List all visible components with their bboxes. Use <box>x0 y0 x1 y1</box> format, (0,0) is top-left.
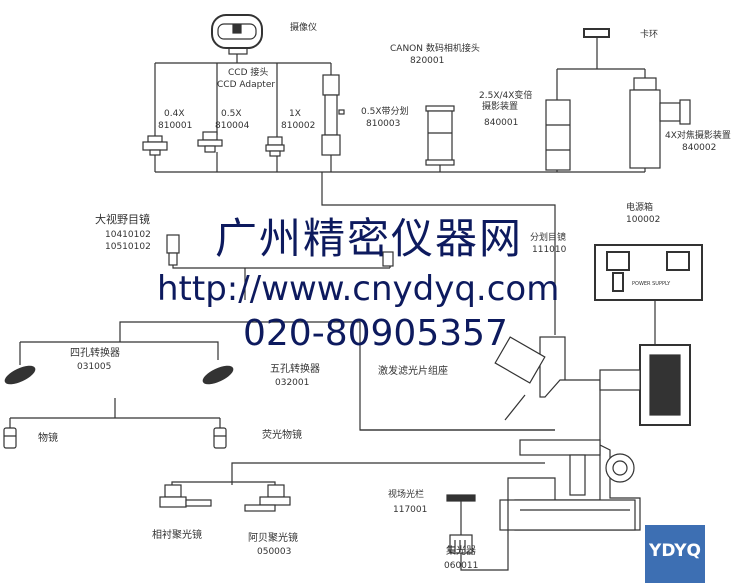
clamp-ring-icon <box>583 28 610 38</box>
power-box-label: 电源箱 <box>626 203 654 213</box>
adapter-mag: 1X <box>289 109 301 119</box>
eyepiece-icons <box>166 234 394 267</box>
collector-label: 集光器 <box>446 546 476 557</box>
focus-photo-label: 4X对焦摄影装置 <box>665 131 731 141</box>
camera-label: 摄像仪 <box>290 23 318 33</box>
zoom-photo-label: 摄影装置 <box>482 102 519 112</box>
canon-label: CANON 数码相机接头 <box>390 44 480 54</box>
canon-code: 820001 <box>410 56 445 66</box>
microscope-icon <box>494 336 691 531</box>
camera-icon <box>211 14 263 55</box>
zoom-photo-label: 2.5X/4X变倍 <box>479 91 533 101</box>
field-diaphragm-icon <box>446 494 476 502</box>
nosepiece5-code: 032001 <box>275 378 310 388</box>
nosepiece4-label: 四孔转换器 <box>70 348 120 359</box>
adapter-code: 810002 <box>281 121 316 131</box>
power-supply-icon <box>594 244 703 301</box>
field-diaphragm-label: 视场光栏 <box>388 490 425 500</box>
nosepiece-icons <box>4 365 234 385</box>
power-box-code: 100002 <box>626 215 661 225</box>
focus-photo-code: 840002 <box>682 143 717 153</box>
condenser-icons <box>159 484 291 512</box>
collector-code: 060011 <box>444 561 479 571</box>
watermark-name: 广州精密仪器网 <box>215 214 524 263</box>
abbe-condenser-code: 050003 <box>257 547 292 557</box>
ccd-adapter-label: CCD 接头 <box>228 68 269 78</box>
filter-holder-label: 激发滤光片组座 <box>378 366 448 377</box>
canon-adapter-icon <box>425 105 455 166</box>
objective-icons <box>3 427 227 449</box>
watermark-phone: 020-80905357 <box>243 313 508 354</box>
field-diaphragm-code: 117001 <box>393 505 428 515</box>
nosepiece4-code: 031005 <box>77 362 112 372</box>
focus-photo-icon <box>629 77 691 169</box>
ccd-adapter-label-en: CCD Adapter <box>217 80 276 90</box>
abbe-condenser-label: 阿贝聚光镜 <box>248 533 298 544</box>
eyepiece-code: 10410102 <box>105 230 151 240</box>
adapter-mag: 0.4X <box>164 109 185 119</box>
eyepiece-code: 10510102 <box>105 242 151 252</box>
adapter-icons <box>142 74 345 157</box>
zoom-photo-icon <box>545 99 571 171</box>
fluor-objective-label: 荧光物镜 <box>262 430 302 441</box>
watermark-url: http://www.cnydyq.com <box>157 269 560 309</box>
nosepiece5-label: 五孔转换器 <box>270 364 320 375</box>
adapter-code: 810001 <box>158 121 193 131</box>
ydyq-logo: YDYQ <box>645 525 705 583</box>
adapter-mag: 0.5X <box>221 109 242 119</box>
reticle-eyepiece-label: 分划目镜 <box>530 233 567 243</box>
zoom-photo-code: 840001 <box>484 118 519 128</box>
eyepiece-label: 大视野目镜 <box>95 213 150 226</box>
power-panel-text: POWER SUPPLY <box>632 281 671 287</box>
phase-condenser-label: 相衬聚光镜 <box>152 530 202 541</box>
adapter-code: 810004 <box>215 121 250 131</box>
reticle-eyepiece-code: 111010 <box>532 245 567 255</box>
clamp-ring-label: 卡环 <box>640 30 659 40</box>
objective-label: 物镜 <box>38 433 58 444</box>
adapter-mag: 0.5X带分划 <box>361 107 409 117</box>
adapter-code: 810003 <box>366 119 401 129</box>
